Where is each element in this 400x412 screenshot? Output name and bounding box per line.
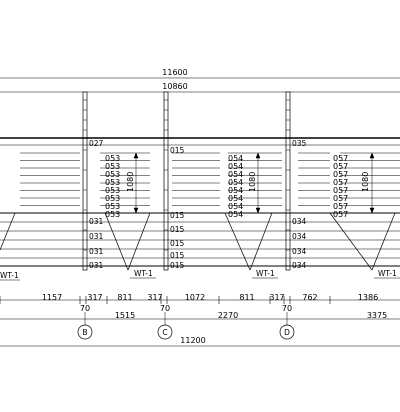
tag-post-b-2: 031 — [89, 232, 104, 241]
tag-post-d-2: 034 — [292, 232, 307, 241]
bay2-code-7: 054 — [228, 202, 243, 211]
post-labels: 027 031 031 031 031 015 015 015 015 015 … — [89, 139, 307, 270]
wall-tag-4: WT-1 — [378, 269, 397, 278]
tag-post-c-3: 015 — [170, 225, 185, 234]
bay3-code-4: 057 — [333, 178, 348, 187]
dim-b1-8: 762 — [302, 293, 317, 302]
panel-boards — [20, 152, 400, 206]
bay2-code-8: 054 — [228, 210, 243, 219]
bay3-code-7: 057 — [333, 202, 348, 211]
posts — [82, 91, 291, 271]
dim-offset-c: 70 — [160, 304, 170, 313]
dim-b2-2: 2270 — [218, 311, 238, 320]
height-dimensions — [133, 152, 375, 214]
bay2-code-6: 054 — [228, 194, 243, 203]
bracing — [0, 212, 396, 271]
dim-offset-b: 70 — [80, 304, 90, 313]
top-beam — [0, 137, 400, 146]
dim-b2-3: 3375 — [367, 311, 387, 320]
tag-post-b-1: 031 — [89, 217, 104, 226]
bay1-code-7: 053 — [105, 202, 120, 211]
bay3-code-2: 057 — [333, 162, 348, 171]
bay2-code-1: 054 — [228, 154, 243, 163]
dim-b1-4: 317 — [147, 293, 162, 302]
bay1-code-3: 053 — [105, 170, 120, 179]
dim-offset-d: 70 — [282, 304, 292, 313]
height-dim-1: 1080 — [126, 172, 135, 192]
dim-overall-bottom: 11200 — [180, 336, 205, 345]
dim-b1-6: 811 — [239, 293, 254, 302]
dim-b1-9: 1386 — [358, 293, 378, 302]
wall-tag-1: WT-1 — [0, 271, 19, 280]
dim-b1-3: 811 — [117, 293, 132, 302]
tag-post-d-4: 034 — [292, 261, 307, 270]
dim-b1-5: 1072 — [185, 293, 205, 302]
tag-post-b-4: 031 — [89, 261, 104, 270]
bay-3-codes: 057 057 057 057 057 057 057 057 — [333, 154, 348, 219]
height-dim-3: 1080 — [361, 172, 370, 192]
dim-b1-7: 317 — [269, 293, 284, 302]
post-c — [163, 91, 169, 271]
wall-tags: WT-1 WT-1 WT-1 WT-1 — [0, 269, 400, 281]
tag-post-d-1: 034 — [292, 217, 307, 226]
bay1-code-8: 053 — [105, 210, 120, 219]
dim-b1-2: 317 — [87, 293, 102, 302]
tag-post-d-3: 034 — [292, 247, 307, 256]
bay2-code-3: 054 — [228, 170, 243, 179]
bay1-code-6: 053 — [105, 194, 120, 203]
bay3-code-1: 057 — [333, 154, 348, 163]
post-b — [82, 91, 88, 271]
bay2-code-4: 054 — [228, 178, 243, 187]
bay3-code-5: 057 — [333, 186, 348, 195]
bay2-code-5: 054 — [228, 186, 243, 195]
tag-post-c-2: 015 — [170, 211, 185, 220]
bay1-code-2: 053 — [105, 162, 120, 171]
bay3-code-8: 057 — [333, 210, 348, 219]
axis-label-b: B — [82, 328, 87, 337]
bay-2-codes: 054 054 054 054 054 054 054 054 — [228, 154, 243, 219]
tag-post-b-3: 031 — [89, 247, 104, 256]
overall-dimension-top: 11600 — [0, 68, 400, 79]
bay1-code-1: 053 — [105, 154, 120, 163]
overall-dimension-bottom: 11200 — [0, 336, 400, 347]
dim-b2-1: 1515 — [115, 311, 135, 320]
axis-label-c: C — [162, 328, 167, 337]
dim-b1-1: 1157 — [42, 293, 62, 302]
tag-post-d-top: 035 — [292, 139, 307, 148]
axis-markers: B C D — [77, 312, 295, 340]
bay3-code-3: 057 — [333, 170, 348, 179]
axis-label-d: D — [284, 328, 290, 337]
bottom-dimension-row-1: 1157 317 811 317 1072 811 317 762 1386 7… — [0, 293, 400, 313]
tag-post-c-4: 015 — [170, 239, 185, 248]
span-dimension: 10860 — [0, 82, 400, 93]
bottom-dimension-row-2: 1515 2270 3375 — [0, 311, 400, 320]
tag-post-c-5: 015 — [170, 251, 185, 260]
tag-post-b-top: 027 — [89, 139, 104, 148]
tag-post-c-6: 015 — [170, 261, 185, 270]
post-d — [285, 91, 291, 271]
bay1-code-5: 053 — [105, 186, 120, 195]
dim-overall-top: 11600 — [162, 68, 187, 77]
dim-span-inner: 10860 — [162, 82, 187, 91]
height-dim-2: 1080 — [248, 172, 257, 192]
wall-tag-3: WT-1 — [256, 269, 275, 278]
bay2-code-2: 054 — [228, 162, 243, 171]
bay1-code-4: 053 — [105, 178, 120, 187]
bay-1-codes: 053 053 053 053 053 053 053 053 — [105, 154, 120, 219]
wall-tag-2: WT-1 — [134, 269, 153, 278]
lower-planks — [0, 212, 400, 267]
bay3-code-6: 057 — [333, 194, 348, 203]
tag-post-c-1: 015 — [170, 146, 185, 155]
